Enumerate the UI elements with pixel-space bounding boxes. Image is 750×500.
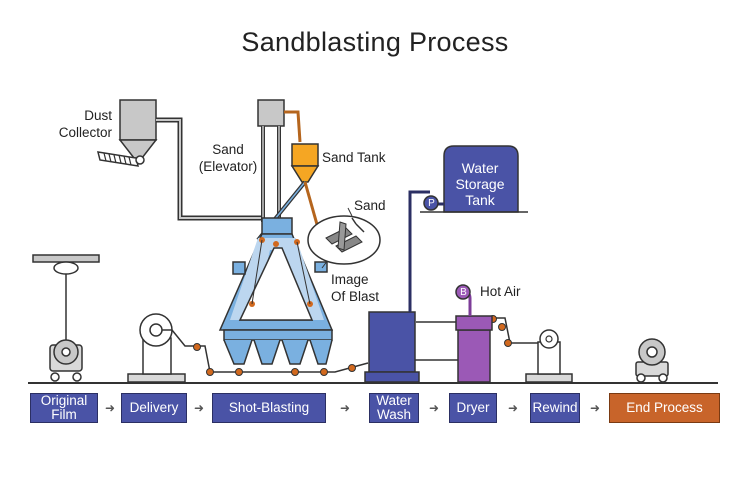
- blast-callout: [307, 207, 381, 269]
- step-water-wash: Water Wash: [369, 393, 419, 423]
- arrow-icon: ➜: [194, 401, 205, 415]
- page-title: Sandblasting Process: [241, 27, 509, 57]
- original-film-unwinder: [32, 254, 100, 382]
- pump-marker: P: [428, 198, 435, 209]
- water-wash-tank: [364, 190, 458, 383]
- step-shot-blasting: Shot-Blasting: [212, 393, 326, 423]
- blast-rotor-icon: [325, 217, 365, 253]
- step-delivery: Delivery: [121, 393, 187, 423]
- shot-blasting-machine: [218, 217, 334, 365]
- image-of-blast-label: Image Of Blast: [331, 272, 380, 304]
- dust-collector: [96, 99, 262, 221]
- blower-marker: B: [460, 287, 467, 298]
- pump-icon: [423, 195, 439, 211]
- dryer: [455, 284, 493, 383]
- sand-elevator-label: Sand (Elevator): [198, 142, 258, 174]
- arrow-icon: ➜: [508, 401, 519, 415]
- water-storage-tank: [420, 145, 528, 213]
- arrow-icon: ➜: [590, 401, 601, 415]
- end-reel: [635, 338, 669, 383]
- step-end-process: End Process: [609, 393, 720, 423]
- step-rewind: Rewind: [530, 393, 580, 423]
- blower-icon: [455, 284, 471, 300]
- sand-label: Sand: [354, 198, 386, 213]
- arrow-icon: ➜: [340, 401, 351, 415]
- dust-collector-label: Dust Collector: [58, 108, 112, 140]
- arrow-icon: ➜: [105, 401, 116, 415]
- water-storage-tank-label: Water Storage Tank: [455, 160, 505, 208]
- delivery-roller: [127, 313, 186, 383]
- step-original-film: Original Film: [30, 393, 98, 423]
- sand-elevator: [257, 99, 302, 222]
- step-dryer: Dryer: [449, 393, 497, 423]
- rewind-roller: [525, 329, 573, 383]
- arrow-icon: ➜: [429, 401, 440, 415]
- sand-tank-label: Sand Tank: [322, 150, 386, 165]
- hot-air-label: Hot Air: [480, 284, 521, 299]
